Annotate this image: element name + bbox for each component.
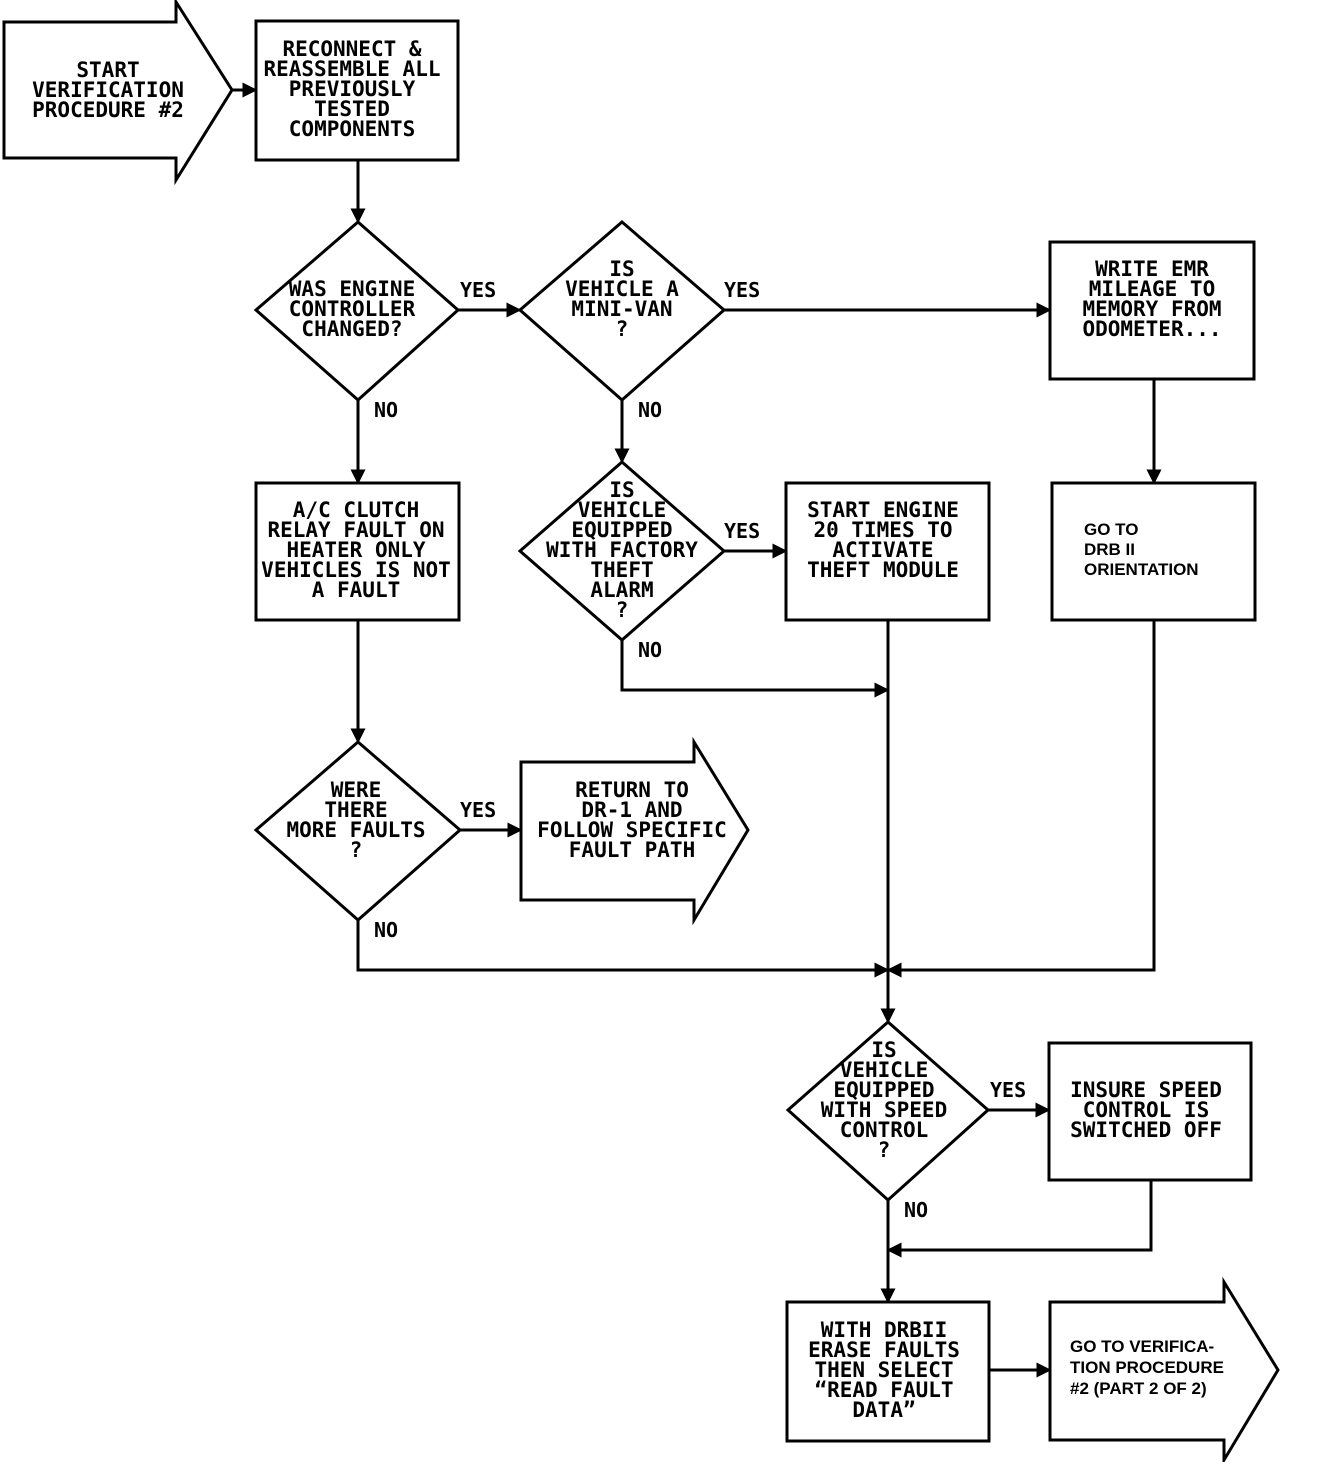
more-faults-line: THERE — [324, 798, 387, 822]
start-engine-box — [784, 481, 991, 622]
reconnect-line: COMPONENTS — [289, 117, 415, 141]
start-engine-line: START ENGINE — [807, 498, 959, 522]
return-dr1-line: FOLLOW SPECIFIC — [537, 818, 727, 842]
drb-orientation-line: GO TO — [1084, 520, 1138, 539]
engine-changed-line: WAS ENGINE — [289, 277, 415, 301]
minivan-line: MINI-VAN — [571, 297, 672, 321]
insure-speed-line: CONTROL IS — [1083, 1098, 1209, 1122]
label-no-more-faults: NO — [374, 918, 398, 942]
speed-control-line: CONTROL — [840, 1118, 929, 1142]
ac-clutch-line: A/C CLUTCH — [293, 498, 419, 522]
minivan-line: VEHICLE A — [565, 277, 679, 301]
theft-alarm-line: VEHICLE — [578, 498, 667, 522]
erase-faults-line: THEN SELECT — [814, 1358, 953, 1382]
return-dr1-line: FAULT PATH — [569, 838, 695, 862]
start-arrow-shape — [2, 0, 234, 186]
reconnect-box — [254, 19, 460, 162]
start-engine-line: THEFT MODULE — [807, 558, 959, 582]
erase-faults-line: ERASE FAULTS — [808, 1338, 960, 1362]
label-no-speed: NO — [904, 1198, 928, 1222]
connectors — [232, 82, 1162, 1378]
label-no-minivan: NO — [638, 398, 662, 422]
return-dr1-line: RETURN TO — [575, 778, 689, 802]
theft-alarm-line: IS — [609, 478, 634, 502]
start-line: PROCEDURE #2 — [32, 98, 184, 122]
start-engine-line: ACTIVATE — [832, 538, 933, 562]
label-yes-engine: YES — [460, 278, 496, 302]
return-dr1-arrow-shape — [519, 736, 750, 926]
erase-faults-line: WITH DRBII — [821, 1318, 947, 1342]
start-line: START — [76, 58, 139, 82]
erase-faults-box — [785, 1300, 991, 1443]
start-line: VERIFICATION — [32, 78, 184, 102]
label-yes-speed: YES — [990, 1078, 1026, 1102]
go-part2-arrow-shape — [1048, 1276, 1280, 1462]
erase-faults-line: DATA” — [852, 1398, 915, 1422]
reconnect-line: TESTED — [314, 97, 390, 121]
speed-control-line: IS — [871, 1038, 896, 1062]
ac-clutch-box — [254, 481, 461, 622]
theft-alarm-line: EQUIPPED — [571, 518, 672, 542]
drb-orientation-line: DRB II — [1084, 540, 1135, 559]
speed-control-line: VEHICLE — [840, 1058, 929, 1082]
go-part2-line: TION PROCEDURE — [1070, 1358, 1224, 1377]
engine-changed-line: CHANGED? — [301, 317, 402, 341]
reconnect-line: RECONNECT & — [282, 37, 421, 61]
label-no-theft: NO — [638, 638, 662, 662]
write-emr-box — [1048, 240, 1256, 381]
reconnect-line: PREVIOUSLY — [289, 77, 416, 101]
minivan-line: IS — [609, 257, 634, 281]
write-emr-line: MILEAGE TO — [1089, 277, 1215, 301]
erase-faults-line: “READ FAULT — [814, 1378, 953, 1402]
ac-clutch-line: VEHICLES IS NOT — [261, 558, 451, 582]
theft-alarm-line: THEFT — [590, 558, 653, 582]
ac-clutch-line: HEATER ONLY — [286, 538, 425, 562]
write-emr-line: MEMORY FROM — [1082, 297, 1221, 321]
label-no-engine: NO — [374, 398, 398, 422]
go-part2-line: #2 (PART 2 OF 2) — [1070, 1379, 1207, 1398]
return-dr1-line: DR-1 AND — [581, 798, 682, 822]
reconnect-line: REASSEMBLE ALL — [263, 57, 440, 81]
label-yes-more-faults: YES — [460, 798, 496, 822]
minivan-line: ? — [616, 317, 629, 341]
start-engine-line: 20 TIMES TO — [813, 518, 952, 542]
insure-speed-line: SWITCHED OFF — [1070, 1118, 1222, 1142]
label-yes-theft: YES — [724, 519, 760, 543]
engine-changed-line: CONTROLLER — [289, 297, 416, 321]
theft-alarm-line: ALARM — [590, 578, 653, 602]
more-faults-line: ? — [350, 838, 363, 862]
speed-control-line: ? — [878, 1138, 891, 1162]
go-part2-text: GO TO VERIFICA- TION PROCEDURE #2 (PART 2 … — [1070, 1337, 1224, 1398]
speed-control-line: WITH SPEED — [821, 1098, 947, 1122]
speed-control-line: EQUIPPED — [833, 1078, 934, 1102]
drb-orientation-box — [1050, 481, 1257, 622]
write-emr-line: WRITE EMR — [1095, 257, 1209, 281]
write-emr-line: ODOMETER... — [1082, 317, 1221, 341]
ac-clutch-line: RELAY FAULT ON — [267, 518, 444, 542]
drb-orientation-line: ORIENTATION — [1084, 560, 1199, 579]
go-part2-line: GO TO VERIFICA- — [1070, 1337, 1214, 1356]
more-faults-line: WERE — [331, 778, 382, 802]
theft-alarm-line: WITH FACTORY — [546, 538, 698, 562]
label-yes-minivan: YES — [724, 278, 760, 302]
theft-alarm-line: ? — [616, 598, 629, 622]
insure-speed-line: INSURE SPEED — [1070, 1078, 1222, 1102]
more-faults-line: MORE FAULTS — [286, 818, 425, 842]
ac-clutch-line: A FAULT — [312, 578, 401, 602]
